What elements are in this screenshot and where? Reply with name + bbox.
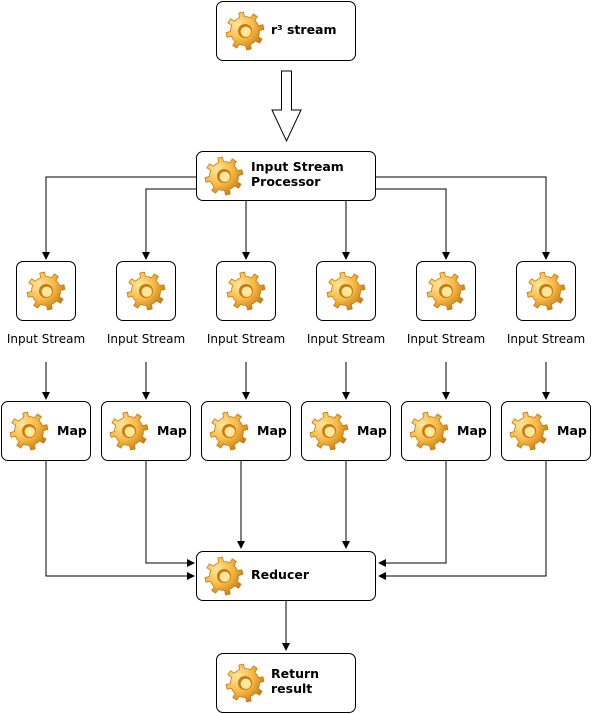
connector-processor-to-input-6	[376, 176, 550, 260]
input-stream-node[interactable]	[316, 261, 376, 321]
input-stream-caption: Input Stream	[506, 332, 586, 346]
gear-icon	[25, 270, 67, 312]
gear-icon	[208, 410, 250, 452]
input-stream-caption: Input Stream	[206, 332, 286, 346]
node-processor-label: Input Stream Processor	[251, 159, 344, 189]
map-label: Map	[157, 423, 187, 438]
gear-icon	[508, 410, 550, 452]
input-stream-caption: Input Stream	[406, 332, 486, 346]
gear-icon	[408, 410, 450, 452]
node-processor[interactable]: Input Stream Processor	[196, 151, 376, 201]
map-label: Map	[557, 423, 587, 438]
map-node[interactable]: Map	[101, 401, 191, 461]
input-stream-node[interactable]	[116, 261, 176, 321]
gear-icon	[125, 270, 167, 312]
gear-icon	[308, 410, 350, 452]
connector-map-to-reducer-2	[145, 461, 195, 567]
map-label: Map	[457, 423, 487, 438]
connector-map-to-reducer-6	[378, 461, 547, 580]
input-stream-node[interactable]	[16, 261, 76, 321]
map-node[interactable]: Map	[201, 401, 291, 461]
node-stream[interactable]: r³ stream	[216, 1, 356, 61]
input-stream-caption: Input Stream	[306, 332, 386, 346]
connector-processor-to-input-5	[376, 188, 450, 260]
connector-processor-to-input-2	[142, 188, 197, 260]
map-node[interactable]: Map	[501, 401, 591, 461]
map-node[interactable]: Map	[401, 401, 491, 461]
input-stream-node[interactable]	[216, 261, 276, 321]
map-node[interactable]: Map	[301, 401, 391, 461]
gear-icon	[203, 555, 245, 597]
map-label: Map	[57, 423, 87, 438]
input-stream-caption: Input Stream	[106, 332, 186, 346]
input-stream-caption: Input Stream	[6, 332, 86, 346]
gear-icon	[325, 270, 367, 312]
connector-processor-to-input-1	[42, 176, 197, 260]
gear-icon	[8, 410, 50, 452]
gear-icon	[224, 10, 266, 52]
map-label: Map	[257, 423, 287, 438]
input-stream-node[interactable]	[516, 261, 576, 321]
node-reducer-label: Reducer	[251, 567, 310, 582]
node-reducer[interactable]: Reducer	[196, 551, 376, 601]
gear-icon	[224, 662, 266, 704]
map-node[interactable]: Map	[1, 401, 91, 461]
node-result[interactable]: Return result	[216, 653, 356, 713]
gear-icon	[203, 155, 245, 197]
gear-icon	[108, 410, 150, 452]
gear-icon	[425, 270, 467, 312]
connector-map-to-reducer-5	[378, 461, 447, 567]
node-stream-label: r³ stream	[271, 22, 337, 37]
input-stream-node[interactable]	[416, 261, 476, 321]
gear-icon	[525, 270, 567, 312]
big-down-arrow	[271, 70, 302, 143]
map-label: Map	[357, 423, 387, 438]
node-result-label: Return result	[271, 666, 320, 696]
connector-map-to-reducer-1	[45, 461, 195, 580]
gear-icon	[225, 270, 267, 312]
